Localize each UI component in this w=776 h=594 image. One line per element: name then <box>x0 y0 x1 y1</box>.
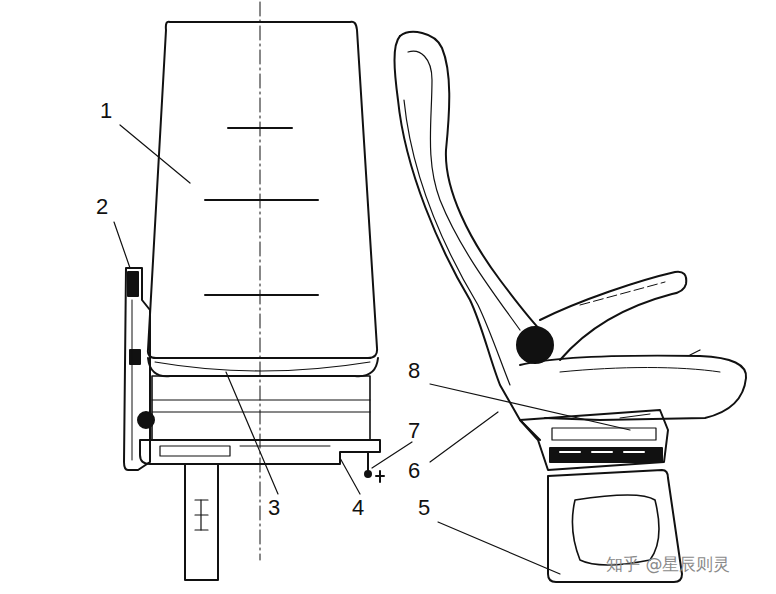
callout-number: 6 <box>408 460 420 482</box>
callout-number: 7 <box>408 420 420 442</box>
callout-number: 3 <box>268 497 280 519</box>
callout-number: 8 <box>408 360 420 382</box>
callout-number: 4 <box>352 497 364 519</box>
callout-number: 1 <box>100 100 112 122</box>
callout-number: 5 <box>418 497 430 519</box>
callout-number: 2 <box>96 196 108 218</box>
watermark: 知乎 @星辰则灵 <box>606 556 730 573</box>
